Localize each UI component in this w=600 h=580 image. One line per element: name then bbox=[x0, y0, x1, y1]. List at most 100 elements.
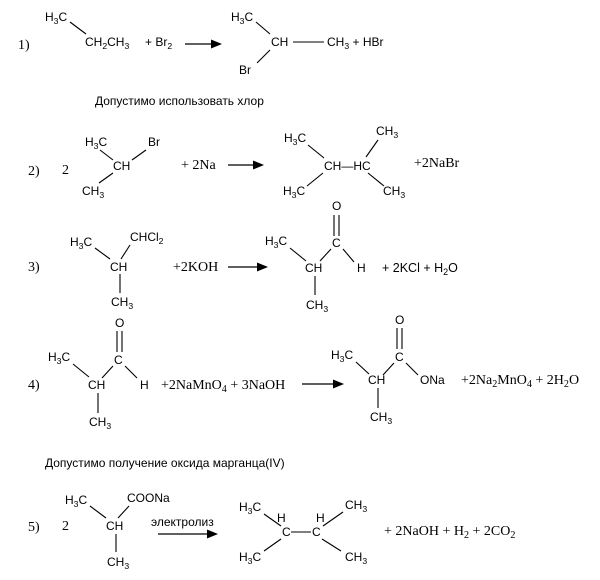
reaction-5: 5) 2 H3C COONa CH CH3 электролиз H3C CH3… bbox=[28, 491, 515, 571]
product-5-h-right: H bbox=[316, 511, 325, 525]
reactant-3-chcl2: CHCl2 bbox=[130, 230, 164, 246]
product-2-ch3-br: CH3 bbox=[383, 184, 405, 200]
product-4-o: O bbox=[395, 313, 404, 327]
note-manganese: Допустимо получение оксида марганца(IV) bbox=[45, 456, 285, 470]
product-5-ch3-tr: CH3 bbox=[345, 498, 367, 514]
reaction-arrow-1 bbox=[185, 39, 222, 49]
product-5-h-left: H bbox=[277, 511, 286, 525]
product-4-h3c: H3C bbox=[331, 348, 353, 364]
product-4-ona: ONa bbox=[420, 373, 445, 387]
reactant-5-h3c: H3C bbox=[65, 493, 87, 509]
reactant-4-c: C bbox=[114, 353, 123, 367]
reaction-arrow-3 bbox=[228, 262, 268, 272]
product-4-ch3: CH3 bbox=[370, 410, 392, 426]
reactant-5-ch3: CH3 bbox=[107, 555, 129, 571]
product-1-ch3-right: CH3 + HBr bbox=[327, 35, 383, 51]
reaction-arrow-4 bbox=[302, 379, 344, 389]
reaction-5-number: 5) bbox=[28, 520, 40, 535]
bond bbox=[263, 538, 282, 552]
reactant-3-ch: CH bbox=[110, 260, 127, 274]
bond bbox=[98, 172, 114, 184]
bond bbox=[342, 248, 355, 263]
reactant-2-br: Br bbox=[148, 135, 160, 149]
byproduct-2: +2NaBr bbox=[414, 156, 460, 171]
bond bbox=[321, 538, 342, 552]
product-1-br: Br bbox=[239, 63, 251, 77]
reaction-1-number: 1) bbox=[18, 38, 30, 53]
product-2-ch3-tr: CH3 bbox=[376, 124, 398, 140]
bond bbox=[382, 362, 395, 376]
reaction-arrow-2 bbox=[228, 160, 264, 170]
bond bbox=[89, 505, 107, 519]
reaction-3: 3) H3C CHCl2 CH CH3 +2KOH O H3C C CH H C… bbox=[28, 199, 458, 314]
product-5-h3c-bl: H3C bbox=[239, 550, 261, 566]
product-4-c: C bbox=[395, 350, 404, 364]
reactant-4-ch3: CH3 bbox=[89, 415, 111, 431]
reactant-2-ch3-bottom: CH3 bbox=[82, 184, 104, 200]
condition-electrolysis: электролиз bbox=[151, 515, 214, 529]
product-3-o: O bbox=[332, 199, 341, 213]
product-3-h3c: H3C bbox=[265, 234, 287, 250]
bond bbox=[117, 505, 130, 519]
reactant-5-coona: COONa bbox=[127, 491, 170, 505]
reactant-1-chain: CH2CH3 bbox=[85, 35, 129, 51]
product-5-ch3-br: CH3 bbox=[345, 550, 367, 566]
byproduct-4: +2Na2MnO4 + 2H2O bbox=[461, 373, 579, 390]
product-5-c-left: C bbox=[282, 525, 291, 539]
bond bbox=[120, 244, 131, 260]
bond bbox=[69, 21, 87, 35]
product-2-h3c-tl: H3C bbox=[284, 131, 306, 147]
bond bbox=[405, 362, 419, 376]
product-5-h3c-tl: H3C bbox=[239, 500, 261, 516]
bond bbox=[319, 248, 332, 262]
reactant-2-ch: CH bbox=[113, 159, 130, 173]
reaction-arrow-5 bbox=[158, 529, 218, 539]
reactant-3-ch3: CH3 bbox=[111, 295, 133, 311]
product-5-c-right: C bbox=[312, 525, 321, 539]
bond bbox=[256, 49, 271, 64]
reaction-5-coefficient: 2 bbox=[62, 519, 69, 534]
bond bbox=[255, 21, 271, 35]
byproduct-5: + 2NaOH + H2 + 2CO2 bbox=[384, 524, 515, 541]
reaction-2: 2) 2 H3C Br CH CH3 + 2Na H3C CH3 CH—HC H… bbox=[28, 124, 460, 200]
product-2-h3c-bl: H3C bbox=[283, 184, 305, 200]
product-3-c: C bbox=[332, 236, 341, 250]
reaction-4: 4) O H3C C CH H CH3 +2NaMnO4 + 3NaOH O H… bbox=[28, 313, 579, 431]
reactant-4-ch: CH bbox=[88, 378, 105, 392]
reactant-5-ch: CH bbox=[106, 519, 123, 533]
bond bbox=[289, 247, 307, 262]
reactant-2-ch3-top: H3C bbox=[85, 135, 107, 151]
bond bbox=[99, 149, 114, 161]
bond bbox=[94, 247, 111, 260]
product-3-ch: CH bbox=[305, 261, 322, 275]
bond bbox=[263, 513, 282, 527]
bond bbox=[322, 511, 344, 527]
product-4-ch: CH bbox=[368, 373, 385, 387]
bond bbox=[101, 365, 114, 379]
reaction-2-number: 2) bbox=[28, 164, 40, 179]
reactant-4-h3c: H3C bbox=[48, 350, 70, 366]
reagent-2: + 2Na bbox=[181, 158, 217, 173]
reactant-3-h3c: H3C bbox=[70, 235, 92, 251]
reactant-4-h: H bbox=[140, 378, 149, 392]
reagent-3: +2KOH bbox=[173, 260, 218, 275]
product-1-ch3-top: H3C bbox=[231, 10, 253, 26]
reaction-1: 1) H3C CH2CH3 + Br2 H3C CH CH3 + HBr Br bbox=[18, 10, 383, 77]
product-2-core: CH—HC bbox=[324, 159, 371, 173]
bond bbox=[365, 139, 379, 158]
bond bbox=[367, 172, 385, 187]
note-chlorine: Допустимо использовать хлор bbox=[95, 94, 264, 108]
bond bbox=[307, 144, 325, 159]
byproduct-3: + 2KCl + H2O bbox=[382, 261, 458, 277]
bond bbox=[355, 361, 370, 375]
bond bbox=[131, 149, 147, 161]
reactant-4-o: O bbox=[115, 316, 124, 330]
reactant-1-ch3: H3C bbox=[45, 10, 67, 26]
reagent-4: +2NaMnO4 + 3NaOH bbox=[161, 378, 285, 395]
reagent-1: + Br2 bbox=[145, 35, 172, 51]
bond bbox=[72, 363, 90, 378]
bond bbox=[124, 365, 138, 379]
bond bbox=[306, 172, 324, 187]
product-1-ch: CH bbox=[271, 35, 288, 49]
